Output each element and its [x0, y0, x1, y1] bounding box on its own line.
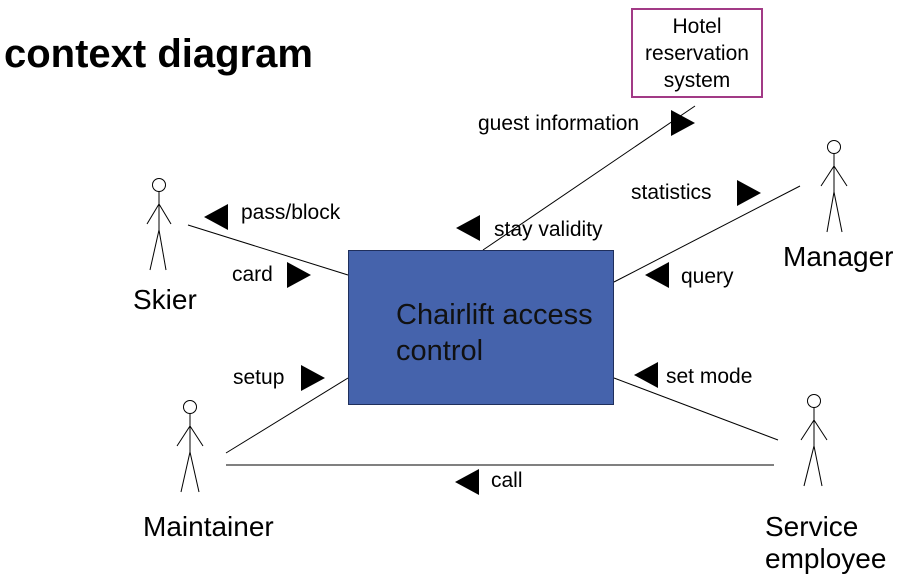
- maintainer-figure-icon: [176, 400, 204, 493]
- set-mode-arrow-icon: [634, 362, 658, 388]
- flow-set-mode: set mode: [666, 365, 753, 388]
- system-label: Chairlift access control: [396, 299, 593, 367]
- flow-query: query: [681, 265, 734, 288]
- skier-label: Skier: [133, 284, 197, 315]
- manager-figure-icon: [820, 140, 848, 233]
- flow-setup: setup: [233, 366, 285, 389]
- service-employee-connector: [613, 377, 779, 441]
- flow-card: card: [232, 263, 273, 286]
- hotel-reservation-system-box: Hotel reservation system: [631, 8, 763, 98]
- guest-information-arrow-icon: [671, 110, 695, 136]
- manager-label: Manager: [783, 241, 894, 272]
- flow-call: call: [491, 469, 523, 492]
- stay-validity-arrow-icon: [456, 215, 480, 241]
- statistics-arrow-icon: [737, 180, 761, 206]
- flow-pass-block: pass/block: [241, 201, 341, 224]
- query-arrow-icon: [645, 262, 669, 288]
- setup-arrow-icon: [301, 365, 325, 391]
- skier-figure-icon: [146, 178, 172, 271]
- pass-block-arrow-icon: [204, 204, 228, 230]
- maintainer-connector: [225, 377, 349, 454]
- call-arrow-icon: [455, 469, 479, 495]
- skier-connector: [187, 224, 349, 276]
- flow-statistics: statistics: [631, 181, 712, 204]
- chairlift-access-control-box: Chairlift access control: [348, 250, 614, 405]
- hotel-connector: [482, 105, 696, 251]
- flow-stay-validity: stay validity: [494, 218, 603, 241]
- flow-guest-information: guest information: [478, 112, 640, 135]
- diagram-title: context diagram: [4, 32, 313, 76]
- card-arrow-icon: [287, 262, 311, 288]
- maintainer-label: Maintainer: [143, 511, 274, 542]
- service-employee-figure-icon: [800, 394, 828, 487]
- service-employee-label: Service employee: [765, 511, 887, 575]
